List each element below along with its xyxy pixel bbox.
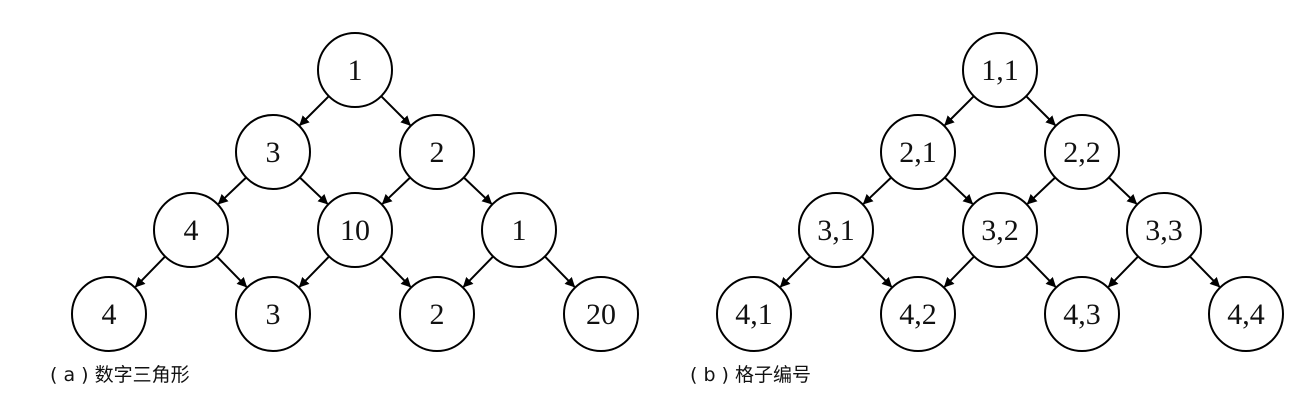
- node-label: 4,3: [1063, 298, 1101, 331]
- arrow-a-1-1-to-2-1: [299, 95, 330, 126]
- node-a-3-1: 4: [153, 192, 229, 268]
- node-label: 3: [266, 136, 281, 169]
- node-circle: [399, 114, 475, 190]
- node-a-2-1: 3: [235, 114, 311, 190]
- arrow-b-2-2-to-3-3: [1108, 176, 1138, 205]
- arrow-a-3-2-to-4-2: [298, 255, 330, 288]
- arrow-b-1-1-to-2-2: [1025, 95, 1056, 126]
- node-label: 1: [512, 214, 527, 247]
- arrow-a-2-2-to-3-3: [463, 176, 493, 205]
- node-a-4-1: 4: [71, 276, 147, 352]
- node-a-4-2: 3: [235, 276, 311, 352]
- node-b-2-2: 2,2: [1044, 114, 1120, 190]
- node-label: 2: [430, 298, 445, 331]
- node-circle: [798, 192, 874, 268]
- node-circle: [962, 32, 1038, 108]
- node-a-3-2: 10: [317, 192, 393, 268]
- node-a-3-3: 1: [481, 192, 557, 268]
- arrow-a-1-1-to-2-2: [380, 95, 411, 126]
- arrow-a-2-2-to-3-2: [381, 176, 411, 205]
- arrow-b-2-1-to-3-2: [944, 176, 974, 205]
- node-circle: [880, 276, 956, 352]
- node-label: 4: [102, 298, 117, 331]
- arrow-b-1-1-to-2-1: [944, 95, 975, 126]
- arrow-b-3-3-to-4-4: [1189, 255, 1221, 288]
- node-circle: [1044, 114, 1120, 190]
- arrow-a-3-1-to-4-2: [216, 255, 248, 288]
- node-a-4-4: 20: [563, 276, 639, 352]
- node-b-1-1: 1,1: [962, 32, 1038, 108]
- caption-a: ( a ) 数字三角形: [50, 364, 190, 386]
- arrow-a-2-1-to-3-1: [217, 176, 247, 205]
- node-a-2-2: 2: [399, 114, 475, 190]
- node-label: 3,1: [817, 214, 855, 247]
- node-label: 4,2: [899, 298, 937, 331]
- arrow-b-2-2-to-3-2: [1026, 176, 1056, 205]
- node-circle: [962, 192, 1038, 268]
- arrow-a-3-2-to-4-3: [380, 255, 412, 288]
- node-a-1-1: 1: [317, 32, 393, 108]
- node-b-4-3: 4,3: [1044, 276, 1120, 352]
- arrow-b-2-1-to-3-1: [862, 176, 892, 205]
- node-circle: [1208, 276, 1284, 352]
- node-b-4-4: 4,4: [1208, 276, 1284, 352]
- node-b-4-1: 4,1: [716, 276, 792, 352]
- node-b-3-3: 3,3: [1126, 192, 1202, 268]
- node-label: 2: [430, 136, 445, 169]
- caption-b: ( b ) 格子编号: [690, 364, 812, 386]
- node-label: 3,2: [981, 214, 1019, 247]
- arrow-a-3-3-to-4-3: [462, 255, 494, 288]
- node-label: 10: [340, 214, 370, 247]
- node-label: 3,3: [1145, 214, 1183, 247]
- node-label: 2,1: [899, 136, 937, 169]
- node-b-3-2: 3,2: [962, 192, 1038, 268]
- node-label: 4: [184, 214, 199, 247]
- node-circle: [317, 32, 393, 108]
- node-circle: [153, 192, 229, 268]
- node-label: 3: [266, 298, 281, 331]
- arrow-a-3-1-to-4-1: [134, 255, 166, 288]
- node-circle: [1044, 276, 1120, 352]
- node-label: 2,2: [1063, 136, 1101, 169]
- node-a-4-3: 2: [399, 276, 475, 352]
- node-label: 4,1: [735, 298, 773, 331]
- node-label: 1,1: [981, 54, 1019, 87]
- arrow-b-3-3-to-4-3: [1107, 255, 1139, 288]
- node-circle: [317, 192, 393, 268]
- node-b-2-1: 2,1: [880, 114, 956, 190]
- node-label: 1: [348, 54, 363, 87]
- node-circle: [563, 276, 639, 352]
- node-circle: [235, 114, 311, 190]
- node-circle: [880, 114, 956, 190]
- node-b-4-2: 4,2: [880, 276, 956, 352]
- node-circle: [481, 192, 557, 268]
- arrow-a-2-1-to-3-2: [299, 176, 329, 205]
- node-circle: [71, 276, 147, 352]
- arrow-b-3-2-to-4-2: [943, 255, 975, 288]
- arrow-b-3-2-to-4-3: [1025, 255, 1057, 288]
- node-circle: [1126, 192, 1202, 268]
- node-b-3-1: 3,1: [798, 192, 874, 268]
- arrow-b-3-1-to-4-1: [779, 255, 811, 288]
- node-label: 20: [586, 298, 616, 331]
- node-circle: [716, 276, 792, 352]
- node-label: 4,4: [1227, 298, 1265, 331]
- node-circle: [235, 276, 311, 352]
- arrow-b-3-1-to-4-2: [861, 255, 893, 288]
- arrow-a-3-3-to-4-4: [544, 255, 576, 288]
- node-circle: [399, 276, 475, 352]
